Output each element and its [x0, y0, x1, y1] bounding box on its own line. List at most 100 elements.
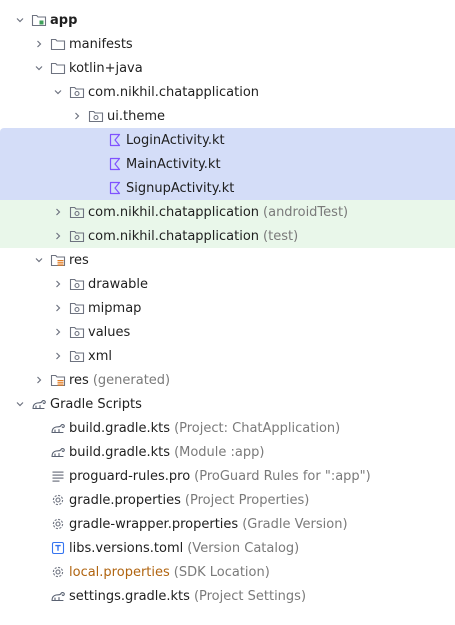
tree-row-settings-gradle-kts-project-settings[interactable]: settings.gradle.kts(Project Settings) [0, 584, 455, 608]
package-icon [69, 84, 85, 100]
tree-row-label: local.properties [69, 564, 170, 580]
package-icon [69, 324, 85, 340]
tree-row-label: build.gradle.kts [69, 444, 171, 460]
chevron-right-icon[interactable] [50, 324, 66, 340]
folder-icon [50, 60, 66, 76]
tree-row-label: Gradle Scripts [50, 396, 142, 412]
gradle-icon [50, 420, 66, 436]
tree-row-label: mipmap [88, 300, 142, 316]
kotlin-file-icon [107, 132, 123, 148]
tree-row-local-properties-sdk-location[interactable]: local.properties(SDK Location) [0, 560, 455, 584]
tree-row-res[interactable]: res [0, 248, 455, 272]
chevron-down-icon[interactable] [12, 396, 28, 412]
settings-gear-icon [50, 564, 66, 580]
package-icon [69, 300, 85, 316]
package-icon [69, 228, 85, 244]
tree-row-label: manifests [69, 36, 133, 52]
tree-row-app[interactable]: app [0, 8, 455, 32]
tree-row-proguard-rules-pro-proguard-rules-for-app[interactable]: proguard-rules.pro(ProGuard Rules for ":… [0, 464, 455, 488]
kotlin-file-icon [107, 180, 123, 196]
resource-folder-icon [50, 252, 66, 268]
tree-row-com-nikhil-chatapplication-test[interactable]: com.nikhil.chatapplication(test) [0, 224, 455, 248]
tree-row-manifests[interactable]: manifests [0, 32, 455, 56]
tree-row-hint: (Project: ChatApplication) [174, 420, 341, 436]
tree-row-res-generated[interactable]: res(generated) [0, 368, 455, 392]
chevron-right-icon[interactable] [50, 228, 66, 244]
chevron-down-icon[interactable] [12, 12, 28, 28]
tree-row-hint: (Project Properties) [184, 492, 310, 508]
tree-row-label: LoginActivity.kt [126, 132, 225, 148]
tree-row-label: kotlin+java [69, 60, 143, 76]
kotlin-file-icon [107, 156, 123, 172]
tree-row-mipmap[interactable]: mipmap [0, 296, 455, 320]
tree-row-hint: (Project Settings) [193, 588, 307, 604]
package-icon [69, 348, 85, 364]
tree-row-gradle-properties-project-properties[interactable]: gradle.properties(Project Properties) [0, 488, 455, 512]
tree-row-label: SignupActivity.kt [126, 180, 235, 196]
tree-row-hint: (test) [263, 228, 299, 244]
tree-row-drawable[interactable]: drawable [0, 272, 455, 296]
tree-row-hint: (androidTest) [263, 204, 349, 220]
tree-row-kotlin-java[interactable]: kotlin+java [0, 56, 455, 80]
tree-row-values[interactable]: values [0, 320, 455, 344]
tree-row-label: com.nikhil.chatapplication [88, 84, 260, 100]
tree-row-signupactivity-kt[interactable]: SignupActivity.kt [0, 176, 455, 200]
tree-row-hint: (generated) [92, 372, 171, 388]
toml-file-icon [50, 540, 66, 556]
tree-row-label: app [50, 12, 78, 28]
chevron-right-icon[interactable] [69, 108, 85, 124]
tree-row-label: build.gradle.kts [69, 420, 171, 436]
tree-row-label: res [69, 372, 89, 388]
chevron-down-icon[interactable] [31, 252, 47, 268]
tree-row-label: com.nikhil.chatapplication [88, 228, 260, 244]
chevron-down-icon[interactable] [50, 84, 66, 100]
tree-row-hint: (SDK Location) [173, 564, 270, 580]
chevron-down-icon[interactable] [31, 60, 47, 76]
tree-row-loginactivity-kt[interactable]: LoginActivity.kt [0, 128, 455, 152]
tree-row-hint: (Module :app) [174, 444, 265, 460]
text-file-icon [50, 468, 66, 484]
chevron-right-icon[interactable] [50, 276, 66, 292]
chevron-right-icon[interactable] [50, 204, 66, 220]
tree-row-label: gradle.properties [69, 492, 181, 508]
tree-row-label: MainActivity.kt [126, 156, 221, 172]
tree-row-build-gradle-kts-project-chatapplication[interactable]: build.gradle.kts(Project: ChatApplicatio… [0, 416, 455, 440]
package-icon [69, 204, 85, 220]
gradle-icon [31, 396, 47, 412]
package-icon [88, 108, 104, 124]
settings-gear-icon [50, 492, 66, 508]
gradle-icon [50, 444, 66, 460]
tree-row-label: libs.versions.toml [69, 540, 184, 556]
tree-row-hint: (Version Catalog) [187, 540, 300, 556]
chevron-right-icon[interactable] [50, 348, 66, 364]
folder-icon [50, 36, 66, 52]
tree-row-xml[interactable]: xml [0, 344, 455, 368]
package-icon [69, 276, 85, 292]
tree-row-label: drawable [88, 276, 149, 292]
tree-row-label: res [69, 252, 89, 268]
tree-row-com-nikhil-chatapplication-androidtest[interactable]: com.nikhil.chatapplication(androidTest) [0, 200, 455, 224]
chevron-right-icon[interactable] [31, 36, 47, 52]
tree-row-mainactivity-kt[interactable]: MainActivity.kt [0, 152, 455, 176]
tree-row-gradle-wrapper-properties-gradle-version[interactable]: gradle-wrapper.properties(Gradle Version… [0, 512, 455, 536]
tree-row-com-nikhil-chatapplication[interactable]: com.nikhil.chatapplication [0, 80, 455, 104]
module-folder-icon [31, 12, 47, 28]
tree-row-ui-theme[interactable]: ui.theme [0, 104, 455, 128]
tree-row-label: settings.gradle.kts [69, 588, 190, 604]
tree-row-label: xml [88, 348, 112, 364]
tree-row-gradle-scripts[interactable]: Gradle Scripts [0, 392, 455, 416]
tree-row-hint: (Gradle Version) [242, 516, 348, 532]
chevron-right-icon[interactable] [50, 300, 66, 316]
tree-row-label: values [88, 324, 131, 340]
tree-row-libs-versions-toml-version-catalog[interactable]: libs.versions.toml(Version Catalog) [0, 536, 455, 560]
gradle-icon [50, 588, 66, 604]
tree-row-label: gradle-wrapper.properties [69, 516, 239, 532]
tree-row-label: com.nikhil.chatapplication [88, 204, 260, 220]
tree-row-label: ui.theme [107, 108, 165, 124]
settings-gear-icon [50, 516, 66, 532]
chevron-right-icon[interactable] [31, 372, 47, 388]
resource-folder-icon [50, 372, 66, 388]
tree-row-hint: (ProGuard Rules for ":app") [194, 468, 371, 484]
tree-row-build-gradle-kts-module-app[interactable]: build.gradle.kts(Module :app) [0, 440, 455, 464]
